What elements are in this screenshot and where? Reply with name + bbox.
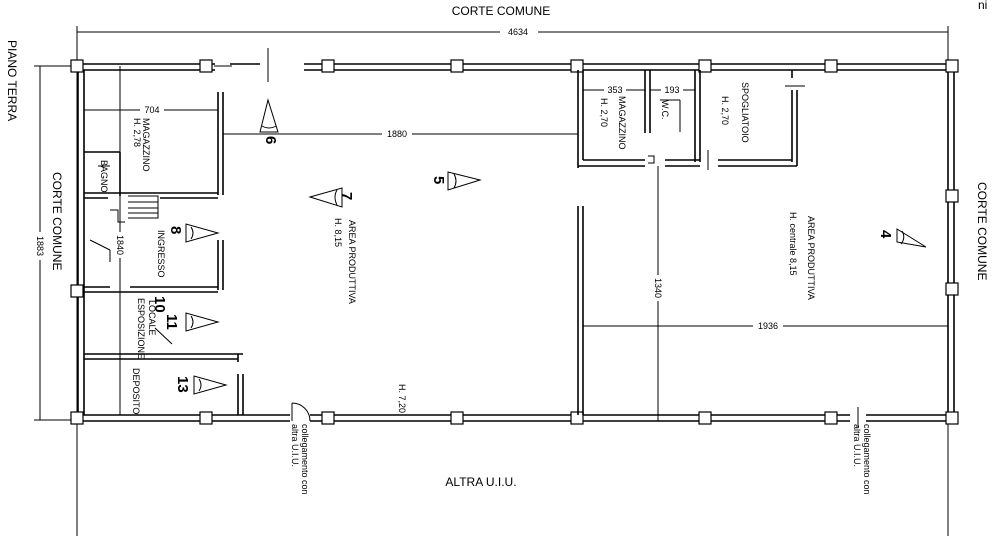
room-bagno: BAGNO <box>99 160 109 193</box>
view-10: 10 <box>151 296 168 313</box>
room-magazzino-left: MAGAZZINO <box>141 118 151 172</box>
overall-height-label: 1883 <box>35 236 45 256</box>
room-deposito: DEPOSITO <box>131 368 141 414</box>
collegamento-left-line1: collegamento con <box>300 424 310 495</box>
dim-704: 704 <box>144 105 159 115</box>
doors <box>291 402 859 428</box>
view-4: 4 <box>877 230 894 239</box>
room-esposizione: ESPOSIZIONE <box>136 298 146 359</box>
room-area-produttiva-main: AREA PRODUTTIVA <box>347 220 357 304</box>
piano-terra-label: PIANO TERRA <box>5 40 19 121</box>
overall-width-label: 4634 <box>508 27 528 37</box>
view-6: 6 <box>262 136 279 144</box>
collegamento-notes: collegamento con altra U.I.U. collegamen… <box>290 424 872 495</box>
room-area-produttiva-main-height: H. 8,15 <box>333 218 343 247</box>
room-magazzino-right-height: H. 2,70 <box>599 98 609 127</box>
dim-1880: 1880 <box>387 129 407 139</box>
room-labels: MAGAZZINO H. 2,78 BAGNO INGRESSO LOCALE … <box>99 82 816 414</box>
right-dimensions: 353 193 1340 1936 <box>583 84 948 421</box>
columns <box>70 59 959 425</box>
view-markers: 6 5 7 8 4 10 11 13 <box>151 98 927 395</box>
room-magazzino-left-height: H. 2,78 <box>132 118 142 147</box>
view-5: 5 <box>430 176 447 184</box>
left-dimensions: 704 1840 1880 <box>84 66 578 415</box>
right-partitions <box>577 70 805 415</box>
corte-comune-top: CORTE COMUNE <box>452 4 550 18</box>
overall-height-dimension: 1883 <box>33 65 78 421</box>
overall-width-dimension: 4634 <box>76 26 949 536</box>
room-locale: LOCALE <box>147 300 157 336</box>
collegamento-right-line1: collegamento con <box>862 424 872 495</box>
outer-walls <box>77 48 955 422</box>
dim-1340: 1340 <box>653 278 663 298</box>
corte-comune-left: CORTE COMUNE <box>50 172 64 270</box>
dim-193: 193 <box>664 85 679 95</box>
room-height-720: H. 7,20 <box>397 384 407 413</box>
room-spogliatoio-height: H. 2,70 <box>720 96 730 125</box>
altra-uiu-label: ALTRA U.I.U. <box>445 475 516 489</box>
view-8: 8 <box>167 226 184 234</box>
collegamento-right-line2: altra U.I.U. <box>852 424 862 467</box>
dim-353: 353 <box>607 85 622 95</box>
left-partitions <box>84 92 244 415</box>
view-7: 7 <box>338 192 355 200</box>
room-ingresso: INGRESSO <box>156 230 166 278</box>
room-area-produttiva-right-height: H. centrale 8,15 <box>788 212 798 276</box>
room-wc: W.C. <box>660 100 670 120</box>
dim-1840: 1840 <box>115 235 125 255</box>
room-magazzino-right: MAGAZZINO <box>617 96 627 150</box>
collegamento-left-line2: altra U.I.U. <box>290 424 300 467</box>
corner-text: ni <box>978 0 987 12</box>
room-area-produttiva-right: AREA PRODUTTIVA <box>806 216 816 300</box>
view-13: 13 <box>174 376 191 393</box>
room-spogliatoio: SPOGLIATOIO <box>740 82 750 143</box>
dim-1936: 1936 <box>758 321 778 331</box>
view-11: 11 <box>163 314 180 330</box>
corte-comune-right: CORTE COMUNE <box>975 182 989 280</box>
